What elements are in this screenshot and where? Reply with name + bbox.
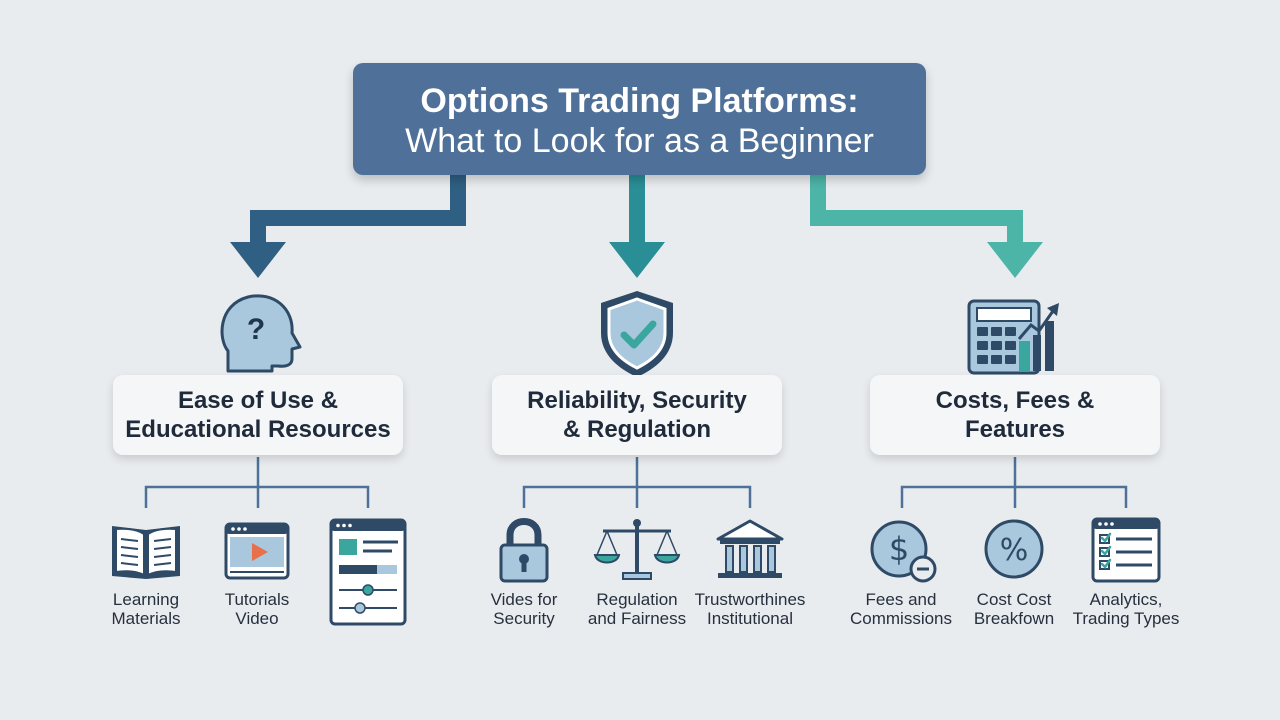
item-label-line-2: Trading Types [1072, 609, 1180, 628]
item-label-line-2: Breakfown [973, 609, 1055, 628]
bank-building-icon [716, 519, 784, 578]
item-label-line-1: Tutorials [224, 590, 290, 609]
head-question-icon: ? [220, 294, 302, 373]
category-label-line-2: Features [964, 416, 1066, 443]
reliability-connectors [522, 457, 752, 508]
item-regulation-label: Regulation and Fairness [562, 590, 712, 628]
svg-text:$: $ [889, 530, 909, 568]
item-label-line-1: Fees and [865, 590, 937, 609]
category-label-line-2: & Regulation [563, 416, 711, 443]
svg-text:%: % [1000, 533, 1029, 568]
item-label-line-1: Regulation [596, 590, 678, 609]
item-label-line-1: Trustworthines [694, 590, 806, 609]
item-cost-breakdown-label: Cost Cost Breakfown [939, 590, 1089, 628]
item-label-line-1: Learning [112, 590, 180, 609]
dollar-coin-icon: $ [870, 520, 937, 583]
interface-sliders-icon [329, 518, 407, 626]
percent-icon: % [984, 519, 1044, 579]
arrow-to-ease [230, 175, 466, 278]
item-label-line-2: Security [493, 609, 555, 628]
title-line-2: What to Look for as a Beginner [405, 122, 874, 160]
category-costs: Costs, Fees & Features [870, 375, 1160, 455]
category-label-line-2: Educational Resources [125, 416, 391, 443]
video-player-icon [224, 522, 290, 580]
balance-scale-icon [593, 519, 681, 580]
title-box: Options Trading Platforms: What to Look … [353, 63, 926, 175]
checklist-icon [1091, 517, 1161, 583]
item-label-line-1: Cost Cost [976, 590, 1052, 609]
item-tutorials-video-label: Tutorials Video [182, 590, 332, 628]
open-book-icon [112, 526, 180, 579]
arrow-to-reliability [609, 175, 665, 278]
item-label-line-2: Commissions [849, 609, 953, 628]
ease-connectors [144, 457, 370, 508]
item-analytics-label: Analytics, Trading Types [1051, 590, 1201, 628]
svg-text:?: ? [247, 313, 265, 346]
item-label-line-2: Materials [111, 609, 181, 628]
item-fees-label: Fees and Commissions [826, 590, 976, 628]
category-label-line-1: Costs, Fees & [935, 387, 1095, 414]
item-institutional-label: Trustworthines Institutional [675, 590, 825, 628]
item-label-line-1: Analytics, [1089, 590, 1163, 609]
item-label-line-1: Vides for [490, 590, 558, 609]
category-label-line-1: Ease of Use & [177, 387, 339, 414]
item-label-line-2: Video [235, 609, 279, 628]
shield-check-icon [601, 291, 673, 377]
title-line-1: Options Trading Platforms: [420, 82, 859, 120]
item-label-line-2: and Fairness [587, 609, 687, 628]
item-label-line-2: Institutional [707, 609, 793, 628]
category-reliability: Reliability, Security & Regulation [492, 375, 782, 455]
category-label-line-1: Reliability, Security [527, 387, 747, 414]
item-learning-materials-label: Learning Materials [71, 590, 221, 628]
calculator-chart-icon [967, 299, 1059, 375]
item-security-label: Vides for Security [449, 590, 599, 628]
category-ease-of-use: Ease of Use & Educational Resources [113, 375, 403, 455]
costs-connectors [900, 457, 1128, 508]
padlock-icon [499, 518, 549, 583]
arrow-to-costs [810, 175, 1043, 278]
